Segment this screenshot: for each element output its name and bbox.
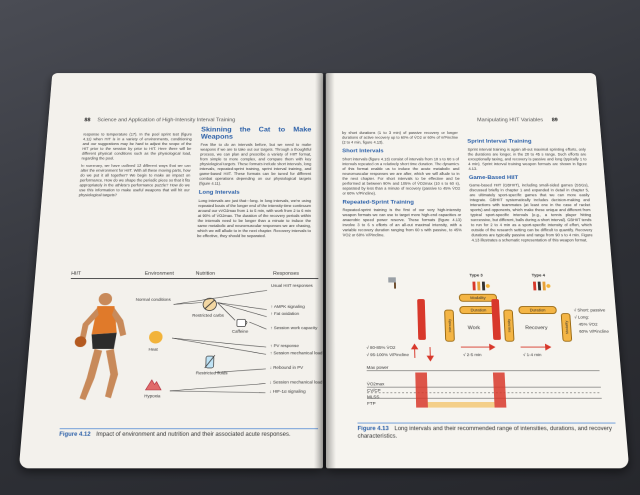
- figure-413-lines: [356, 273, 621, 408]
- long-intervals-paragraph: Long intervals are just that—long. In lo…: [197, 198, 312, 238]
- sprint-interval-heading: Sprint Interval Training: [467, 138, 532, 145]
- right-col1-paragraph: by short durations (1 to 3 min) of passi…: [342, 130, 459, 145]
- game-based-paragraph: Game-based HIIT (GBHIIT), including smal…: [469, 183, 593, 243]
- left-running-head-text: Science and Application of High-Intensit…: [97, 118, 236, 123]
- sun-icon: [148, 330, 163, 344]
- response-item: ↑ AMPK signaling: [270, 304, 305, 309]
- fig412-caption-text: Impact of environment and nutrition and …: [95, 432, 291, 438]
- env-hypoxia-label: Hypoxia: [144, 393, 161, 399]
- response-item: ↑ Session work capacity: [270, 325, 318, 331]
- short-intervals-heading: Short Intervals: [342, 148, 384, 154]
- fig412-caption-number: Figure 4.12: [58, 432, 91, 438]
- sidebar-paragraph: Few like to do an intervals before, but …: [199, 142, 312, 186]
- recovery-note: 60% V/Pincline: [579, 329, 610, 334]
- left-col1-paragraph: In summary, we have outlined 12 differen…: [78, 163, 191, 198]
- recovery-note: √ Long:: [574, 314, 590, 320]
- legend-vo2-range: √ 80-85% V̇O2: [366, 345, 396, 350]
- sidebar-title: Skinning the Cat to Make Weapons: [200, 125, 312, 141]
- left-col1-paragraph: response to temperature (17). In the poo…: [81, 132, 192, 161]
- fig412-caption-rule: [59, 428, 319, 430]
- fig412-header-rule: [70, 278, 319, 280]
- fig412-header-hiit: HIIT: [70, 271, 82, 277]
- axis-label: V̇O2max: [366, 381, 385, 387]
- response-item: ↑ Session mechanical load: [269, 350, 323, 356]
- fig412-caption: Figure 4.12 Impact of environment and nu…: [59, 432, 318, 439]
- response-item: ↑ Fat oxidation: [270, 311, 300, 316]
- fig412-header-responses: Responses: [273, 271, 300, 277]
- recovery-time: √ 1-4 min: [522, 352, 542, 358]
- open-book: 88 Science and Application of High-Inten…: [18, 73, 630, 478]
- legend-vp-range: √ 95-100% V/Pincline: [366, 352, 409, 358]
- response-item: ↓ Session mechanical load: [269, 379, 323, 385]
- left-sidebar: Skinning the Cat to Make Weapons Few lik…: [197, 126, 311, 241]
- left-column-1: response to temperature (17). In the poo…: [78, 132, 192, 200]
- figure-arrows: [159, 283, 271, 409]
- left-page-number: 88: [84, 118, 91, 123]
- fig412-header-nutrition: Nutrition: [195, 271, 216, 277]
- figure-4-12: HIIT Environment Nutrition Responses Nor…: [60, 271, 322, 424]
- fig413-caption-text: Long intervals and their recommended ran…: [357, 426, 613, 440]
- recovery-note: 45% V̇O2: [578, 322, 598, 327]
- fig413-caption-rule: [357, 422, 616, 424]
- left-page: 88 Science and Application of High-Inten…: [18, 73, 324, 469]
- response-item: ↑ PV response: [270, 343, 299, 348]
- short-intervals-paragraph: Short intervals (figure 4.13) consist of…: [342, 156, 461, 195]
- figure-4-13: Type 3 Type 4 Modality Duration Duration…: [356, 273, 621, 421]
- right-column-1: by short durations (1 to 3 min) of passi…: [342, 131, 462, 241]
- fig413-caption-number: Figure 4.13: [357, 426, 389, 433]
- repeated-sprint-paragraph: Repeated-sprint training is the first of…: [342, 207, 462, 238]
- fig413-caption: Figure 4.13 Long intervals and their rec…: [358, 426, 617, 440]
- axis-label: MLSS: [366, 394, 380, 400]
- right-column-2: Sprint Interval Training Sprint interval…: [467, 135, 593, 245]
- sprint-interval-paragraph: Sprint interval training is again all-ou…: [467, 147, 588, 171]
- axis-label: CV/CP: [366, 388, 381, 393]
- repeated-sprint-heading: Repeated-Sprint Training: [342, 199, 414, 205]
- recovery-note: √ Short: passive: [573, 307, 606, 313]
- fig412-header-environment: Environment: [144, 271, 175, 277]
- max-power-label: Max power: [366, 365, 389, 370]
- response-item: ↓ HIF-1α signaling: [269, 389, 306, 394]
- right-running-head-text: Manipulating HIIT Variables: [477, 118, 544, 123]
- game-based-heading: Game-Based HIIT: [468, 174, 519, 181]
- response-item: Usual HIIT responses: [270, 283, 313, 288]
- response-item: ↓ Rebound in PV: [269, 365, 304, 370]
- right-page-number: 89: [551, 118, 558, 123]
- axis-label: FTP: [367, 401, 376, 406]
- right-running-head: Manipulating HIIT Variables 89: [477, 118, 563, 123]
- athlete-illustration: [74, 292, 128, 401]
- env-heat-label: Heat: [148, 347, 158, 352]
- work-time: √ 2-5 min: [462, 352, 482, 358]
- long-intervals-heading: Long Intervals: [198, 189, 240, 196]
- left-running-head: 88 Science and Application of High-Inten…: [84, 118, 235, 123]
